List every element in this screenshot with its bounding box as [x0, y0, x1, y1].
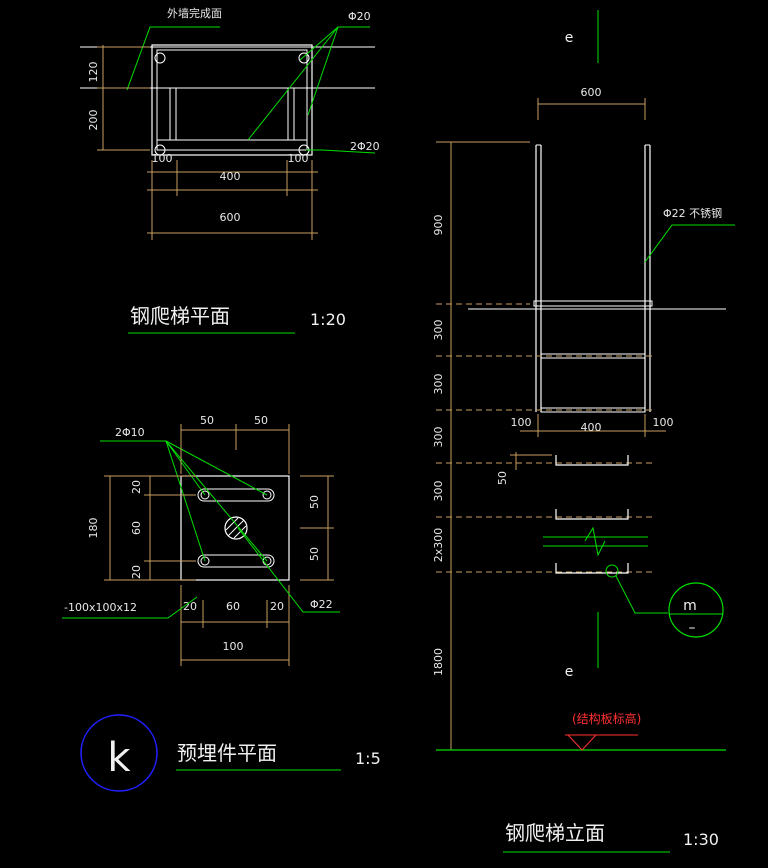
embed-dim-180: 180 — [87, 518, 100, 539]
break-symbol — [584, 526, 606, 557]
rebar-top-leader-b — [307, 26, 339, 116]
plan-dim-100-right: 100 — [288, 152, 309, 165]
plan-dim-400: 400 — [220, 170, 241, 183]
elev-dim-300-a: 300 — [432, 320, 445, 341]
embed-dim-20-bot: 20 — [130, 565, 143, 579]
plan-dim-100-left: 100 — [152, 152, 173, 165]
rebar-bottom-label: 2Φ20 — [350, 140, 380, 153]
detail-leader — [615, 575, 668, 614]
rail-label: Φ22 不锈钢 — [663, 207, 722, 220]
embed-dim-50-left: 50 — [200, 414, 214, 427]
elev-dim-100-r: 100 — [653, 416, 674, 429]
elev-title: 钢爬梯立面 — [505, 821, 605, 845]
rebar-top-label: Φ20 — [348, 10, 371, 23]
detail-callout-letter: k — [107, 735, 131, 781]
level-mark-triangle — [567, 734, 597, 751]
embed-dim-50-rb: 50 — [308, 547, 321, 561]
bolt-hatch-1 — [227, 519, 245, 537]
elev-dim-400: 400 — [581, 421, 602, 434]
elev-dim-100-l: 100 — [511, 416, 532, 429]
step-rung-2 — [555, 509, 629, 520]
bolt-label: Φ22 — [310, 598, 333, 611]
elev-dim-300-c: 300 — [432, 427, 445, 448]
bolt-hole — [224, 516, 248, 540]
elev-dim-50: 50 — [496, 471, 509, 485]
anchor-label: 2Φ10 — [115, 426, 145, 439]
detail-callout-top: m — [683, 598, 697, 614]
bolt-hatch-2 — [225, 517, 239, 531]
elev-dim-300-d: 300 — [432, 481, 445, 502]
anchor-leader-2 — [165, 440, 268, 496]
embed-dim-20-bl: 20 — [183, 600, 197, 613]
anchor-leader-4 — [165, 440, 268, 562]
rebar-bottom-leader — [306, 149, 376, 154]
embed-dim-100: 100 — [223, 640, 244, 653]
rail-leader — [644, 224, 735, 263]
anchor-leader-3 — [165, 440, 206, 562]
embed-dim-50-right: 50 — [254, 414, 268, 427]
plan-dim-200: 200 — [87, 110, 100, 131]
rebar-top-leader — [299, 26, 370, 61]
slot-end-bl — [200, 556, 210, 566]
embed-dim-60-h: 60 — [226, 600, 240, 613]
embed-dim-20-br: 20 — [270, 600, 284, 613]
elev-dim-2x300: 2x300 — [432, 528, 445, 563]
embed-scale: 1:5 — [355, 749, 381, 768]
elev-dim-900: 900 — [432, 215, 445, 236]
elev-scale: 1:30 — [683, 830, 719, 849]
wall-finish-leader — [126, 26, 220, 91]
level-label: (结构板标高) — [572, 711, 641, 726]
elev-dim-300-b: 300 — [432, 374, 445, 395]
plan-title: 钢爬梯平面 — [130, 304, 230, 328]
detail-callout-bottom: – — [689, 620, 696, 636]
bolt-leader — [237, 527, 340, 613]
rebar-circle-tr — [298, 52, 310, 64]
plate-leader — [62, 596, 198, 619]
rebar-mid-leader — [247, 26, 339, 141]
ladder-plan-view: 外墙完成面 Φ20 2Φ20 120 200 100 100 400 600 钢… — [80, 6, 380, 334]
embed-dim-50-rt: 50 — [308, 495, 321, 509]
slot-end-tr — [262, 490, 272, 500]
ladder-frame-outer — [151, 44, 313, 156]
rebar-circle-tl — [154, 52, 166, 64]
bolt-hatch-3 — [233, 525, 247, 539]
embed-title: 预埋件平面 — [177, 741, 277, 765]
slot-end-tl — [200, 490, 210, 500]
elev-dim-600: 600 — [581, 86, 602, 99]
detail-callout-bubble — [668, 582, 724, 638]
embed-dim-20-top: 20 — [130, 480, 143, 494]
rebar-circle-bl — [154, 144, 166, 156]
axis-label-bottom: e — [565, 664, 574, 680]
anchor-slot-top — [197, 488, 275, 502]
ladder-elevation-view: e e 600 Φ22 不锈钢 900 300 300 — [432, 10, 735, 853]
plan-dim-120: 120 — [87, 62, 100, 83]
step-rung-3 — [555, 563, 629, 574]
ladder-frame-inner — [156, 49, 308, 151]
elev-dim-1800: 1800 — [432, 648, 445, 676]
rung-1 — [533, 300, 653, 307]
embed-dim-60-v: 60 — [130, 521, 143, 535]
axis-label-top: e — [565, 30, 574, 46]
anchor-slot-bottom — [197, 554, 275, 568]
anchor-leader-1 — [165, 440, 206, 496]
plan-scale: 1:20 — [310, 310, 346, 329]
wall-finish-label: 外墙完成面 — [167, 6, 222, 20]
embedded-plate-view: 2Φ10 50 50 180 20 60 20 50 50 20 60 — [62, 414, 381, 792]
step-rung-1 — [555, 455, 629, 466]
detail-marker-circle — [605, 564, 619, 578]
plan-dim-600: 600 — [220, 211, 241, 224]
detail-callout-circle — [80, 714, 158, 792]
embed-plate — [180, 475, 290, 581]
plate-label: -100x100x12 — [64, 601, 137, 614]
